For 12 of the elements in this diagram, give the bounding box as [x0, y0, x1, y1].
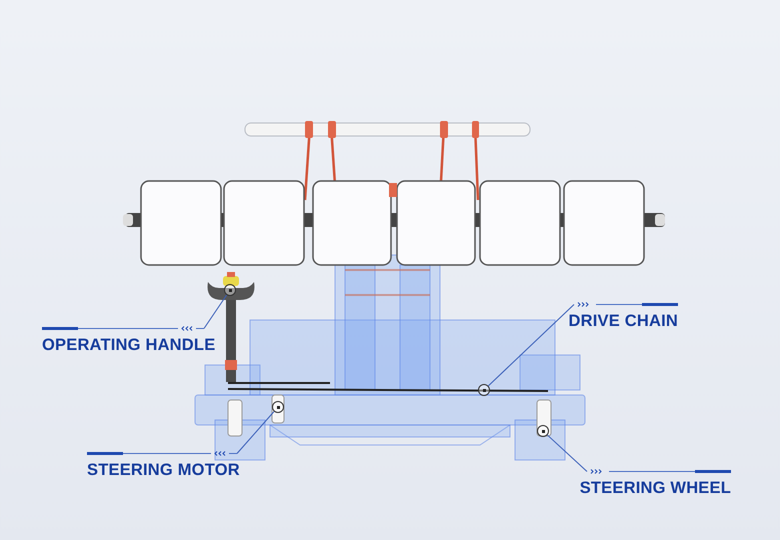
part-label: OPERATING HANDLE	[42, 336, 216, 355]
leader-line	[204, 294, 228, 329]
leader-line	[488, 304, 574, 386]
part-label: DRIVE CHAIN	[568, 312, 678, 331]
target-marker	[537, 425, 549, 437]
part-label: STEERING WHEEL	[580, 479, 731, 498]
leader-line	[236, 411, 275, 454]
target-marker	[478, 384, 490, 396]
part-label: STEERING MOTOR	[87, 461, 240, 480]
target-marker	[272, 401, 284, 413]
leader-line	[546, 434, 588, 472]
target-marker	[224, 284, 236, 296]
